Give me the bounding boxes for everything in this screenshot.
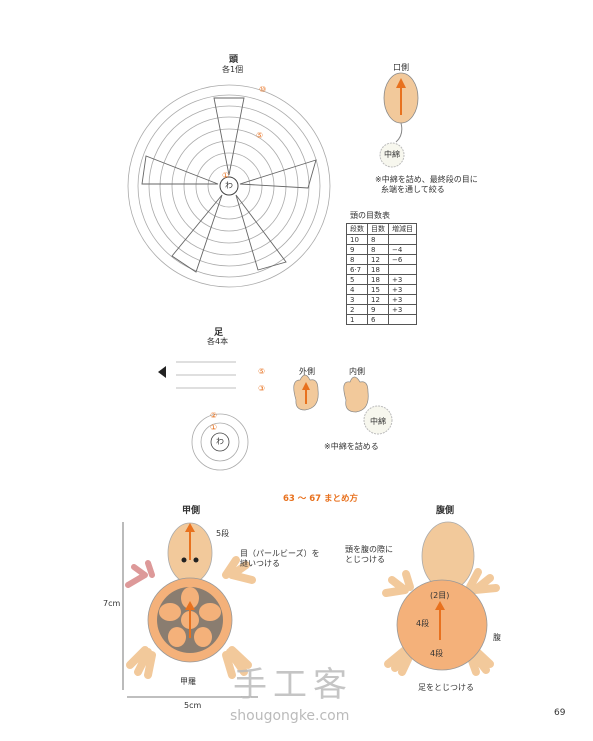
legs-ring-label: わ — [216, 437, 224, 446]
table-cell: 18 — [367, 264, 389, 275]
eye-note-line1: 目（パールビーズ）を — [240, 549, 320, 558]
table-cell: +3 — [388, 304, 417, 315]
table-cell: +3 — [388, 284, 417, 295]
belly-note-line2: とじつける — [345, 555, 385, 564]
shell-label: 甲羅 — [180, 677, 196, 686]
head-marker-1: ① — [222, 171, 230, 180]
belly-rows-4b: 4段 — [430, 649, 444, 658]
assembly-title: 63 ～ 67 まとめ方 — [283, 494, 359, 504]
table-cell: +3 — [388, 274, 417, 285]
table-cell: 3 — [346, 294, 368, 305]
page-number: 69 — [554, 708, 566, 718]
table-cell: 12 — [367, 254, 389, 265]
belly-label: 腹 — [493, 633, 501, 642]
table-cell: 5 — [346, 274, 368, 285]
table-cell: 2 — [346, 304, 368, 315]
table-cell: 6·7 — [346, 264, 368, 275]
top-view-width: 5cm — [184, 701, 202, 710]
table-cell: 12 — [367, 294, 389, 305]
table-cell — [388, 314, 417, 325]
table-cell — [388, 234, 417, 245]
legs-subtitle: 各4本 — [207, 337, 229, 346]
mouth-note-line2: 糸端を通して絞る — [381, 185, 445, 194]
count-table-title: 頭の目数表 — [350, 211, 390, 220]
table-cell — [388, 264, 417, 275]
table-cell: +3 — [388, 294, 417, 305]
watermark-cn: 手工客 — [233, 665, 353, 705]
belly-view-turtle — [382, 521, 500, 676]
belly-rows-2: (2目) — [430, 591, 450, 600]
head-ring-label: わ — [225, 181, 233, 190]
legs-row-mark-3: ③ — [258, 384, 266, 393]
table-cell: 6 — [367, 314, 389, 325]
table-cell: 8 — [367, 234, 389, 245]
watermark-url: shougongke.com — [230, 708, 350, 724]
table-cell: 9 — [346, 244, 368, 255]
top-view-height: 7cm — [103, 599, 121, 608]
top-view-turtle — [122, 522, 258, 698]
count-table-header: 段数 — [346, 223, 368, 235]
legs-note: ※中綿を詰める — [324, 442, 379, 451]
leg-chart — [158, 361, 249, 471]
table-cell: 4 — [346, 284, 368, 295]
top-view-rows-note: 5段 — [216, 529, 230, 538]
legs-outer-label: 外側 — [299, 367, 315, 376]
head-title: 頭 — [229, 55, 239, 65]
table-cell: −4 — [388, 244, 417, 255]
head-marker-5: ⑤ — [256, 131, 264, 140]
table-cell: −6 — [388, 254, 417, 265]
count-table-header: 目数 — [367, 223, 389, 235]
belly-note-line1: 頭を腹の際に — [345, 545, 393, 554]
count-table-header-row: 段数 目数 増減目 — [346, 223, 417, 235]
leg-shapes — [293, 374, 393, 435]
leg-attach-note: 足をとじつける — [418, 683, 474, 692]
count-table-header: 増減目 — [388, 223, 417, 235]
table-cell: 18 — [367, 274, 389, 285]
table-cell: 15 — [367, 284, 389, 295]
table-cell: 10 — [346, 234, 368, 245]
belly-view-title: 腹側 — [436, 506, 455, 516]
table-cell: 9 — [367, 304, 389, 315]
head-chart — [127, 84, 331, 288]
mouth-label: 口側 — [393, 63, 409, 72]
head-marker-10: ⑩ — [259, 85, 267, 94]
mouth-diagram — [379, 72, 419, 168]
belly-rows-4a: 4段 — [416, 619, 430, 628]
legs-stuffing-label: 中綿 — [370, 417, 386, 426]
legs-title: 足 — [214, 328, 224, 338]
mouth-note-line1: ※中綿を詰め、最終段の目に — [375, 175, 478, 184]
legs-inner-label: 内側 — [349, 367, 365, 376]
top-view-title: 甲側 — [182, 506, 201, 516]
head-subtitle: 各1個 — [222, 65, 244, 74]
table-cell: 8 — [346, 254, 368, 265]
table-cell: 8 — [367, 244, 389, 255]
table-cell: 1 — [346, 314, 368, 325]
eye-note-line2: 縫いつける — [240, 559, 280, 568]
mouth-stuffing-label: 中綿 — [384, 150, 400, 159]
legs-base-mark-1: ① — [210, 423, 218, 432]
legs-base-mark-2: ② — [210, 411, 218, 420]
legs-row-mark-5: ⑤ — [258, 367, 266, 376]
